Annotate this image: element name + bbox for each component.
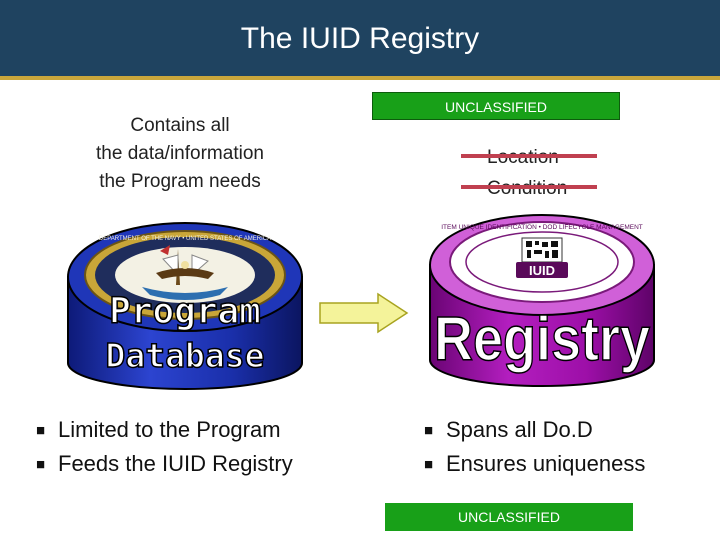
list-item: ■ Feeds the IUID Registry — [36, 447, 293, 481]
list-item: ■ Ensures uniqueness — [424, 447, 645, 481]
program-drum-word-2: Database — [106, 336, 265, 375]
program-caption-line: the data/information — [96, 143, 264, 164]
bullet-text: Spans all Do.D — [446, 417, 593, 442]
bullet-text: Limited to the Program — [58, 417, 281, 442]
strike-line — [461, 154, 597, 158]
bullet-text: Ensures uniqueness — [446, 451, 646, 476]
program-caption: Contains all the data/information the Pr… — [60, 112, 300, 196]
square-bullet-icon: ■ — [36, 456, 46, 473]
right-arrow-icon — [319, 292, 409, 334]
title-bar: The IUID Registry — [0, 0, 720, 80]
bullet-text: Feeds the IUID Registry — [58, 451, 293, 476]
program-drum-word-1: Program — [109, 291, 261, 332]
classification-banner-bottom: UNCLASSIFIED — [385, 503, 633, 531]
logo-text: IUID — [529, 263, 555, 278]
program-caption-line: the Program needs — [99, 171, 261, 192]
program-caption-line: Contains all — [130, 115, 230, 136]
seal-ring-text: DEPARTMENT OF THE NAVY • UNITED STATES O… — [99, 236, 271, 242]
square-bullet-icon: ■ — [424, 456, 434, 473]
program-bullet-list: ■ Limited to the Program ■ Feeds the IUID … — [36, 413, 293, 481]
logo-ring-text: ITEM UNIQUE IDENTIFICATION • DOD LIFECYC… — [441, 224, 643, 231]
struck-item: •Location — [461, 142, 597, 173]
square-bullet-icon: ■ — [424, 422, 434, 439]
square-bullet-icon: ■ — [36, 422, 46, 439]
list-item: ■ Spans all Do.D — [424, 413, 645, 447]
classification-banner-top: UNCLASSIFIED — [372, 92, 620, 120]
strike-line — [461, 185, 597, 189]
program-database-drum: DEPARTMENT OF THE NAVY • UNITED STATES O… — [67, 222, 303, 390]
page-title: The IUID Registry — [240, 22, 480, 55]
struck-item: •Condition — [461, 173, 597, 204]
list-item: ■ Limited to the Program — [36, 413, 293, 447]
struck-attribute-list: •Location •Condition — [461, 142, 597, 204]
registry-drum-word: Registry — [434, 305, 650, 374]
registry-drum: ITEM UNIQUE IDENTIFICATION • DOD LIFECYC… — [429, 214, 655, 387]
registry-bullet-list: ■ Spans all Do.D ■ Ensures uniqueness — [424, 413, 645, 481]
